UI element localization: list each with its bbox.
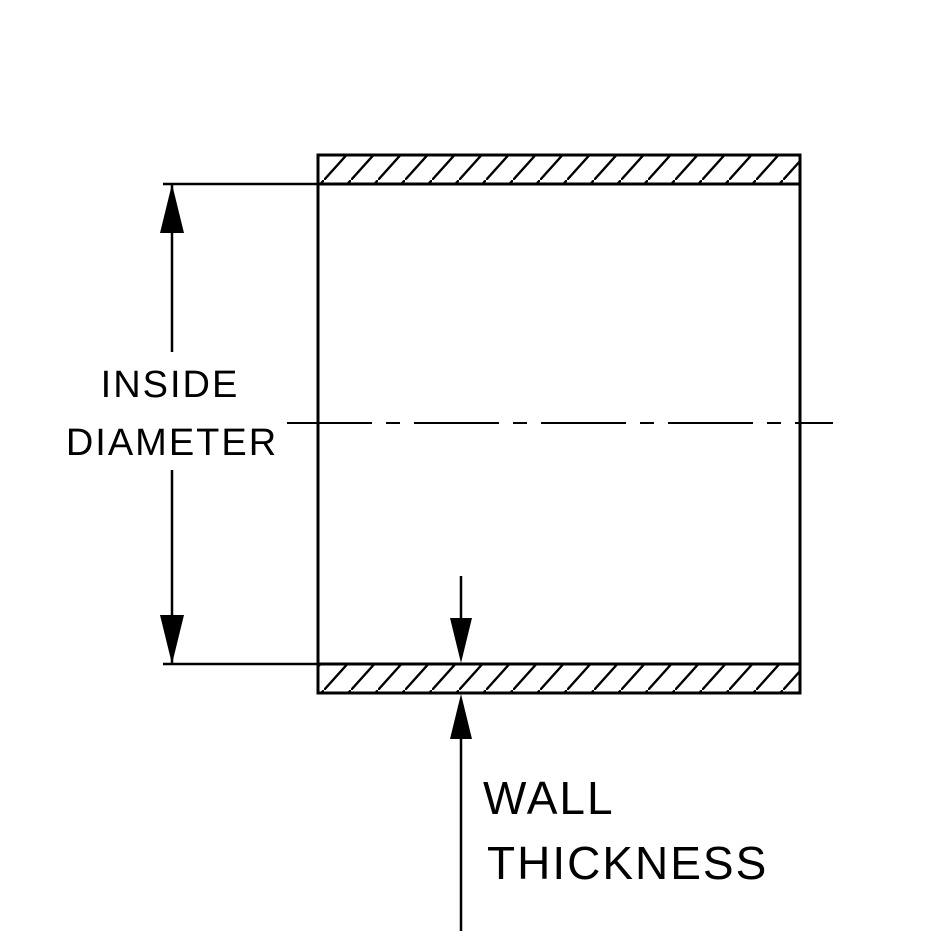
wall-thickness-arrowhead-down-icon xyxy=(450,618,472,663)
inside-diameter-label-line2: DIAMETER xyxy=(66,422,278,464)
wall-thickness-arrowhead-up-icon xyxy=(450,694,472,739)
bottom-wall-hatched-section xyxy=(316,662,802,695)
inside-diameter-label-line1: INSIDE xyxy=(101,364,240,406)
wall-thickness-label-line2: THICKNESS xyxy=(487,837,768,889)
wall-thickness-label-line1: WALL xyxy=(483,772,615,824)
inside-diameter-arrowhead-up-icon xyxy=(160,184,184,233)
inside-diameter-arrowhead-down-icon xyxy=(160,615,184,664)
top-wall-hatched-section xyxy=(316,153,802,186)
